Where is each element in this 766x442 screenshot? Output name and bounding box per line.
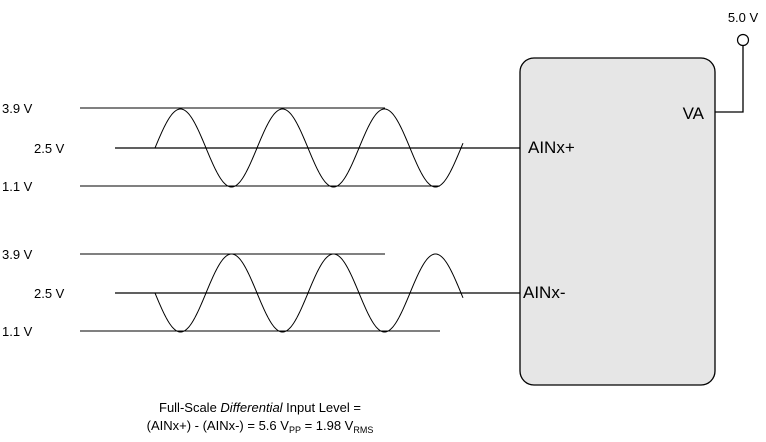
adc-device-block [519,57,716,386]
caption-subscript-pp: PP [289,425,301,435]
caption-suffix: Input Level = [283,400,361,415]
bottom-low-level-label: 1.1 V [2,324,33,339]
bottom-high-level-label: 3.9 V [2,247,33,262]
bottom-pin-label: AINx- [523,283,566,302]
caption-subscript-rms: RMS [353,425,373,435]
bottom-mid-level-label: 2.5 V [34,286,65,301]
caption-line-1: Full-Scale Differential Input Level = [159,400,361,415]
caption-equation-part-2: = 1.98 V [301,418,354,433]
caption-emphasis: Differential [220,400,283,415]
supply-voltage-label: 5.0 V [728,10,759,25]
top-mid-level-label: 2.5 V [34,141,65,156]
top-pin-label: AINx+ [528,138,575,157]
caption-line-2: (AINx+) - (AINx-) = 5.6 VPP = 1.98 VRMS [147,418,374,435]
supply-terminal [736,33,750,47]
top-low-level-label: 1.1 V [2,179,33,194]
top-sine-wave [154,108,464,188]
supply-pin-label: VA [683,104,705,123]
supply-wire [715,46,744,113]
top-high-level-label: 3.9 V [2,101,33,116]
caption-prefix: Full-Scale [159,400,220,415]
bottom-sine-wave [154,253,464,333]
caption-equation-part-1: (AINx+) - (AINx-) = 5.6 V [147,418,290,433]
